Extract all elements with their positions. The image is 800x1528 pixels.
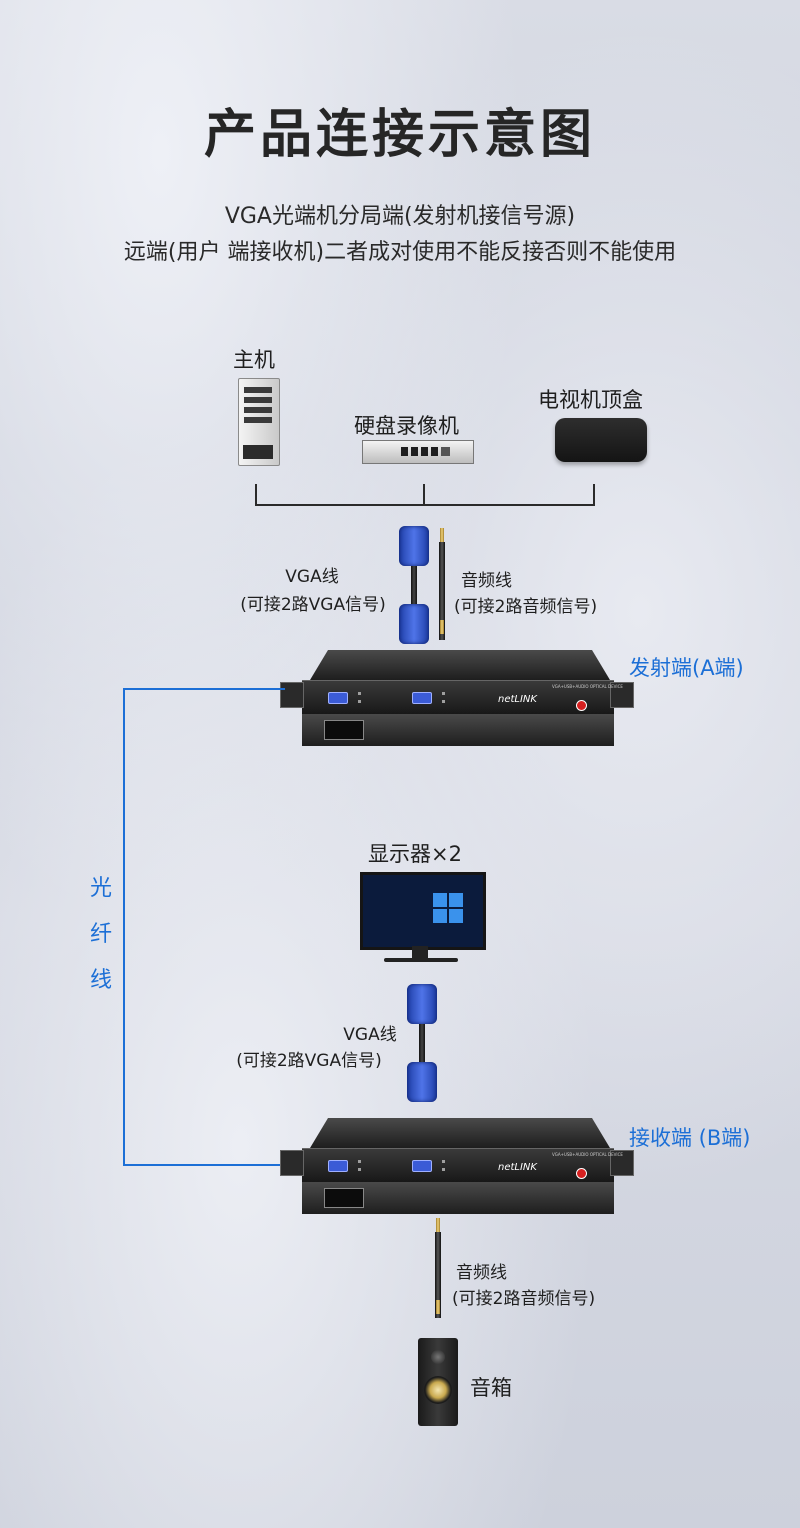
fiber-line-bottom xyxy=(123,1164,285,1166)
audio-cable-icon xyxy=(435,1232,441,1318)
vga-plug-icon xyxy=(399,526,429,566)
host-label: 主机 xyxy=(233,348,275,372)
fiber-line-vertical xyxy=(123,688,125,1166)
stb-label: 电视机顶盒 xyxy=(538,388,643,412)
fiber-line-top xyxy=(123,688,285,690)
speaker-label: 音箱 xyxy=(470,1376,512,1400)
vga-plug-icon xyxy=(399,604,429,644)
top-vga-label-2: (可接2路VGA信号) xyxy=(240,595,386,615)
top-audio-label-1: 音频线 xyxy=(461,571,512,591)
receiver-label: 接收端 (B端) xyxy=(629,1126,751,1150)
set-top-box-icon xyxy=(555,418,647,462)
dvr-label: 硬盘录像机 xyxy=(354,414,459,438)
bottom-audio-label-1: 音频线 xyxy=(456,1263,507,1283)
netlink-logo: netLINK xyxy=(498,694,537,705)
source-bracket xyxy=(255,484,595,506)
audio-plug-tip-icon xyxy=(440,620,444,634)
bottom-vga-label-2: (可接2路VGA信号) xyxy=(236,1051,382,1071)
bottom-audio-label-2: (可接2路音频信号) xyxy=(452,1289,596,1309)
vga-plug-icon xyxy=(407,1062,437,1102)
power-button-icon xyxy=(576,1168,587,1179)
vga-cable-icon xyxy=(419,1024,425,1068)
model-text: VGA+USB+AUDIO OPTICAL DEVICE xyxy=(552,684,623,689)
top-vga-label-1: VGA线 xyxy=(285,567,339,587)
vga-port-icon xyxy=(412,692,432,704)
audio-plug-tip-icon xyxy=(436,1218,440,1232)
vga-port-icon xyxy=(412,1160,432,1172)
power-socket-icon xyxy=(324,720,364,740)
fiber-label-char-1: 光 xyxy=(90,876,113,901)
power-socket-icon xyxy=(324,1188,364,1208)
vga-port-icon xyxy=(328,1160,348,1172)
netlink-logo: netLINK xyxy=(498,1162,537,1173)
bracket-center-line xyxy=(423,484,425,504)
pc-tower-icon xyxy=(238,378,280,466)
model-text: VGA+USB+AUDIO OPTICAL DEVICE xyxy=(552,1152,623,1157)
audio-plug-tip-icon xyxy=(440,528,444,542)
audio-plug-tip-icon xyxy=(436,1300,440,1314)
monitor-stand xyxy=(384,958,458,962)
subtitle-line-1: VGA光端机分局端(发射机接信号源) xyxy=(224,204,576,229)
dvr-icon xyxy=(362,440,474,464)
fiber-label-char-2: 纤 xyxy=(90,922,113,947)
page-title: 产品连接示意图 xyxy=(203,105,596,165)
vga-plug-icon xyxy=(407,984,437,1024)
audio-cable-icon xyxy=(439,542,445,640)
vga-cable-icon xyxy=(411,566,417,614)
subtitle-line-2: 远端(用户 端接收机)二者成对使用不能反接否则不能使用 xyxy=(123,240,677,265)
monitor-neck xyxy=(412,946,428,958)
receiver-device: netLINK VGA+USB+AUDIO OPTICAL DEVICE xyxy=(280,1118,634,1214)
fiber-label-char-3: 线 xyxy=(90,968,113,993)
monitor-icon xyxy=(360,872,486,950)
transmitter-device: netLINK VGA+USB+AUDIO OPTICAL DEVICE xyxy=(280,650,634,746)
speaker-icon xyxy=(418,1338,458,1426)
power-button-icon xyxy=(576,700,587,711)
vga-port-icon xyxy=(328,692,348,704)
bottom-vga-label-1: VGA线 xyxy=(343,1025,397,1045)
transmitter-label: 发射端(A端) xyxy=(629,656,744,680)
monitor-label: 显示器×2 xyxy=(368,842,462,866)
top-audio-label-2: (可接2路音频信号) xyxy=(454,597,598,617)
